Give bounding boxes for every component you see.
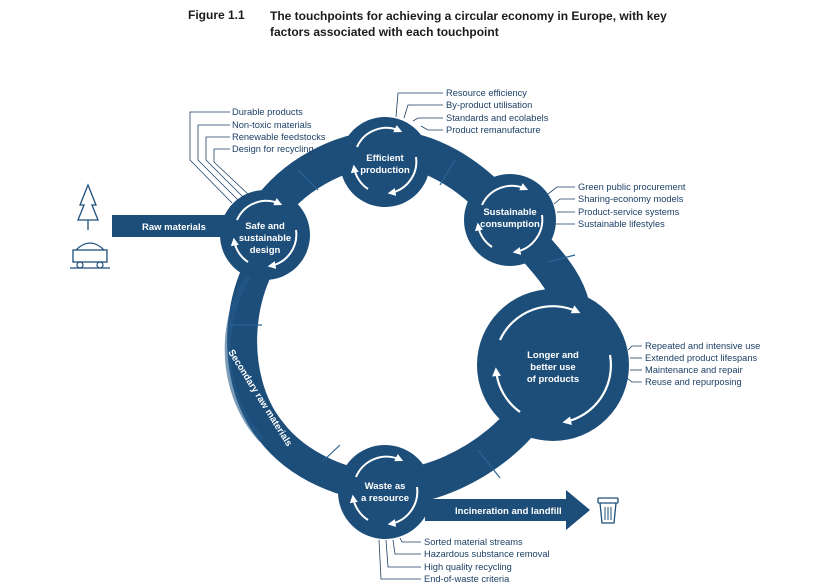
incineration-label: Incineration and landfill	[455, 506, 562, 517]
waste-bin-icon	[597, 497, 619, 524]
node-longer-use: Longer and better use of products	[477, 289, 629, 441]
node-longer-use-line-3: of products	[527, 374, 579, 385]
factor-design-for-recycling: Design for recycling	[232, 144, 314, 154]
tree-icon	[77, 183, 99, 230]
factors-waste-resource: Sorted material streams Hazardous substa…	[378, 537, 550, 584]
factor-reuse-repurposing: Reuse and repurposing	[645, 377, 742, 387]
node-efficient-production-line-2: production	[360, 165, 410, 176]
node-safe-design-line-3: design	[250, 245, 281, 256]
factor-by-product-utilisation: By-product utilisation	[446, 100, 532, 110]
factor-hazardous-substance-removal: Hazardous substance removal	[424, 549, 550, 559]
factor-high-quality-recycling: High quality recycling	[424, 562, 512, 572]
factors-efficient-production: Resource efficiency By-product utilisati…	[395, 88, 549, 135]
factor-renewable-feedstocks: Renewable feedstocks	[232, 132, 326, 142]
figure-title: The touchpoints for achieving a circular…	[270, 9, 667, 39]
factor-product-remanufacture: Product remanufacture	[446, 125, 541, 135]
factors-sustainable-consumption: Green public procurement Sharing-economy…	[547, 182, 686, 229]
mine-cart-icon	[70, 242, 110, 269]
node-safe-design-line-1: Safe and	[245, 221, 285, 232]
node-waste-resource-line-2: a resource	[361, 493, 409, 504]
factor-extended-lifespans: Extended product lifespans	[645, 353, 758, 363]
factor-green-public-procurement: Green public procurement	[578, 182, 686, 192]
factor-end-of-waste-criteria: End-of-waste criteria	[424, 574, 510, 584]
factor-maintenance-repair: Maintenance and repair	[645, 365, 743, 375]
factor-non-toxic-materials: Non-toxic materials	[232, 120, 312, 130]
factor-sustainable-lifestyles: Sustainable lifestyles	[578, 219, 665, 229]
raw-materials-label: Raw materials	[142, 222, 206, 233]
factor-sorted-material-streams: Sorted material streams	[424, 537, 523, 547]
figure-label: Figure 1.1	[188, 8, 245, 22]
node-waste-resource-line-1: Waste as	[365, 481, 406, 492]
node-sustainable-consumption-line-2: consumption	[480, 219, 540, 230]
node-efficient-production: Efficient production	[340, 117, 430, 207]
factors-safe-design: Durable products Non-toxic materials Ren…	[189, 107, 326, 204]
node-waste-resource: Waste as a resource	[338, 445, 432, 539]
factor-product-service-systems: Product-service systems	[578, 207, 680, 217]
node-sustainable-consumption-line-1: Sustainable	[483, 207, 536, 218]
factors-longer-use: Repeated and intensive use Extended prod…	[626, 341, 760, 387]
factor-repeated-intensive-use: Repeated and intensive use	[645, 341, 760, 351]
node-sustainable-consumption: Sustainable consumption	[464, 174, 556, 266]
node-longer-use-line-1: Longer and	[527, 350, 579, 361]
node-safe-design: Safe and sustainable design	[220, 190, 310, 280]
factor-standards-ecolabels: Standards and ecolabels	[446, 113, 549, 123]
figure-header: Figure 1.1 The touchpoints for achieving…	[0, 0, 840, 50]
incineration-arrow: Incineration and landfill	[425, 490, 590, 530]
node-safe-design-line-2: sustainable	[239, 233, 291, 244]
factor-durable-products: Durable products	[232, 107, 303, 117]
factor-sharing-economy-models: Sharing-economy models	[578, 194, 684, 204]
node-longer-use-line-2: better use	[530, 362, 575, 373]
node-efficient-production-line-1: Efficient	[366, 153, 404, 164]
factor-resource-efficiency: Resource efficiency	[446, 88, 527, 98]
